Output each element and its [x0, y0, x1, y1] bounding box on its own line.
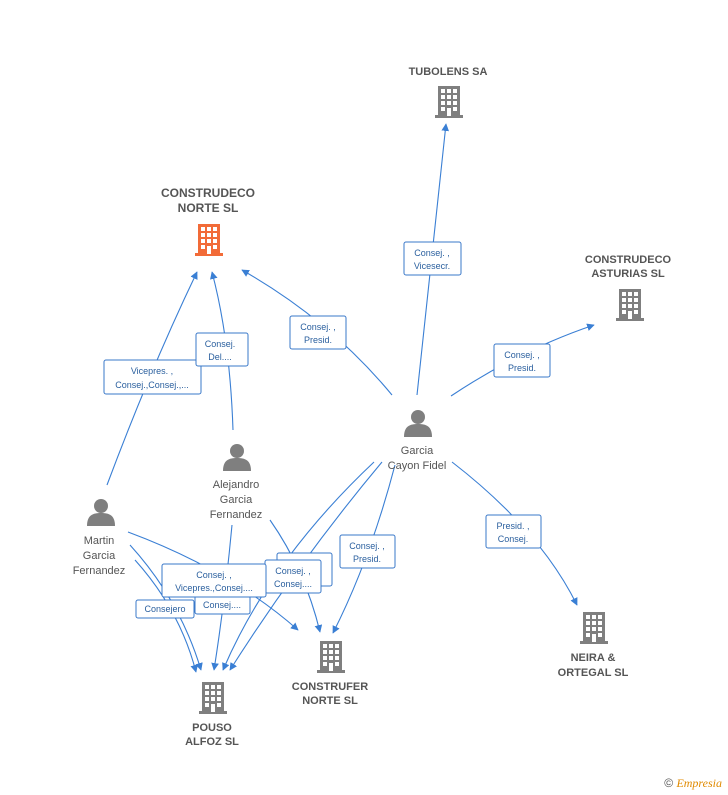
- person-name: Garcia: [83, 550, 116, 562]
- building-icon: [195, 224, 223, 256]
- edge-label-alejandro-construdeco-norte[interactable]: Consej. Del....: [195, 332, 249, 367]
- building-icon: [616, 289, 644, 321]
- edge-label-text: Consej....: [203, 600, 241, 610]
- person-name: Alejandro: [213, 479, 259, 491]
- person-name: Garcia: [401, 445, 434, 457]
- edge-label-text: Consej....: [274, 579, 312, 589]
- person-icon: [87, 499, 115, 526]
- node-construfer[interactable]: CONSTRUFER NORTE SL: [292, 641, 368, 707]
- company-name: CONSTRUFER: [292, 681, 368, 693]
- edge-label-garcia-pouso[interactable]: Consej. , Consej....: [264, 559, 322, 594]
- company-name: CONSTRUDECO: [585, 254, 672, 266]
- node-neira[interactable]: NEIRA & ORTEGAL SL: [558, 612, 629, 679]
- edge-label-martin-pouso[interactable]: Consejero: [135, 599, 195, 619]
- company-name: NORTE SL: [178, 201, 239, 215]
- company-name: ALFOZ SL: [185, 736, 239, 748]
- edge-label-garcia-construdeco-norte[interactable]: Consej. , Presid.: [289, 315, 347, 350]
- edge-label-martin-pouso-construfer[interactable]: Consej. , Vicepres.,Consej....: [161, 563, 267, 598]
- person-name: Garcia: [220, 494, 253, 506]
- edge-label-text: Presid. ,: [496, 521, 529, 531]
- edge-label-text: Presid.: [304, 335, 332, 345]
- building-icon: [435, 86, 463, 118]
- edge-label-text: Consej. ,: [504, 350, 540, 360]
- person-name: Fernandez: [73, 565, 126, 577]
- building-icon: [317, 641, 345, 673]
- edge-label-text: Consej. ,: [275, 566, 311, 576]
- edge-label-text: Consej.: [498, 534, 529, 544]
- company-name: CONSTRUDECO: [161, 186, 255, 200]
- company-name: TUBOLENS SA: [409, 66, 488, 78]
- node-pouso[interactable]: POUSO ALFOZ SL: [185, 682, 239, 748]
- edge-labels: Consej. , Vicesecr. Consej. , Presid. Co…: [103, 241, 551, 619]
- edge-label-text: Consej.,Consej.,...: [115, 380, 189, 390]
- node-garcia-cayon[interactable]: Garcia Cayon Fidel: [388, 410, 447, 472]
- brand-name: Empresia: [676, 776, 722, 790]
- edge-label-text: Presid.: [353, 554, 381, 564]
- person-name: Cayon Fidel: [388, 460, 447, 472]
- person-name: Fernandez: [210, 509, 263, 521]
- company-name: ORTEGAL SL: [558, 667, 629, 679]
- edge-label-garcia-tubolens[interactable]: Consej. , Vicesecr.: [403, 241, 462, 276]
- building-icon: [580, 612, 608, 644]
- node-construdeco-norte[interactable]: CONSTRUDECO NORTE SL: [161, 186, 255, 256]
- copyright-icon: ©: [664, 776, 674, 790]
- building-icon: [199, 682, 227, 714]
- edge-label-garcia-neira[interactable]: Presid. , Consej.: [485, 514, 542, 549]
- footer-brand: © Empresia: [664, 776, 722, 791]
- edge-label-alejandro-pouso[interactable]: Consej....: [194, 595, 251, 615]
- edge-label-garcia-asturias[interactable]: Consej. , Presid.: [493, 343, 551, 378]
- company-name: NEIRA &: [571, 652, 616, 664]
- edge-label-text: Consej. ,: [196, 570, 232, 580]
- node-martin[interactable]: Martin Garcia Fernandez: [73, 499, 126, 577]
- company-name: POUSO: [192, 722, 232, 734]
- edge-label-text: Consej.: [205, 339, 236, 349]
- person-name: Martin: [84, 535, 115, 547]
- edge-label-text: Consej. ,: [414, 248, 450, 258]
- company-name: ASTURIAS SL: [591, 268, 665, 280]
- edge-label-text: Consej. ,: [349, 541, 385, 551]
- edge-label-text: Presid.: [508, 363, 536, 373]
- edge-label-text: Consej. ,: [300, 322, 336, 332]
- node-tubolens[interactable]: TUBOLENS SA: [409, 66, 488, 118]
- company-name: NORTE SL: [302, 695, 358, 707]
- edge-label-text: Consejero: [144, 604, 185, 614]
- edge-label-martin-construdeco-norte[interactable]: Vicepres. , Consej.,Consej.,...: [103, 359, 202, 395]
- person-icon: [223, 444, 251, 471]
- edge-label-text: Del....: [208, 352, 232, 362]
- edge-label-garcia-construfer[interactable]: Consej. , Presid.: [339, 534, 396, 569]
- person-icon: [404, 410, 432, 437]
- node-alejandro[interactable]: Alejandro Garcia Fernandez: [210, 444, 263, 521]
- edge-label-text: Vicepres.,Consej....: [175, 583, 253, 593]
- edge-label-text: Vicepres. ,: [131, 366, 173, 376]
- node-construdeco-asturias[interactable]: CONSTRUDECO ASTURIAS SL: [585, 254, 672, 321]
- edge-label-text: Vicesecr.: [414, 261, 450, 271]
